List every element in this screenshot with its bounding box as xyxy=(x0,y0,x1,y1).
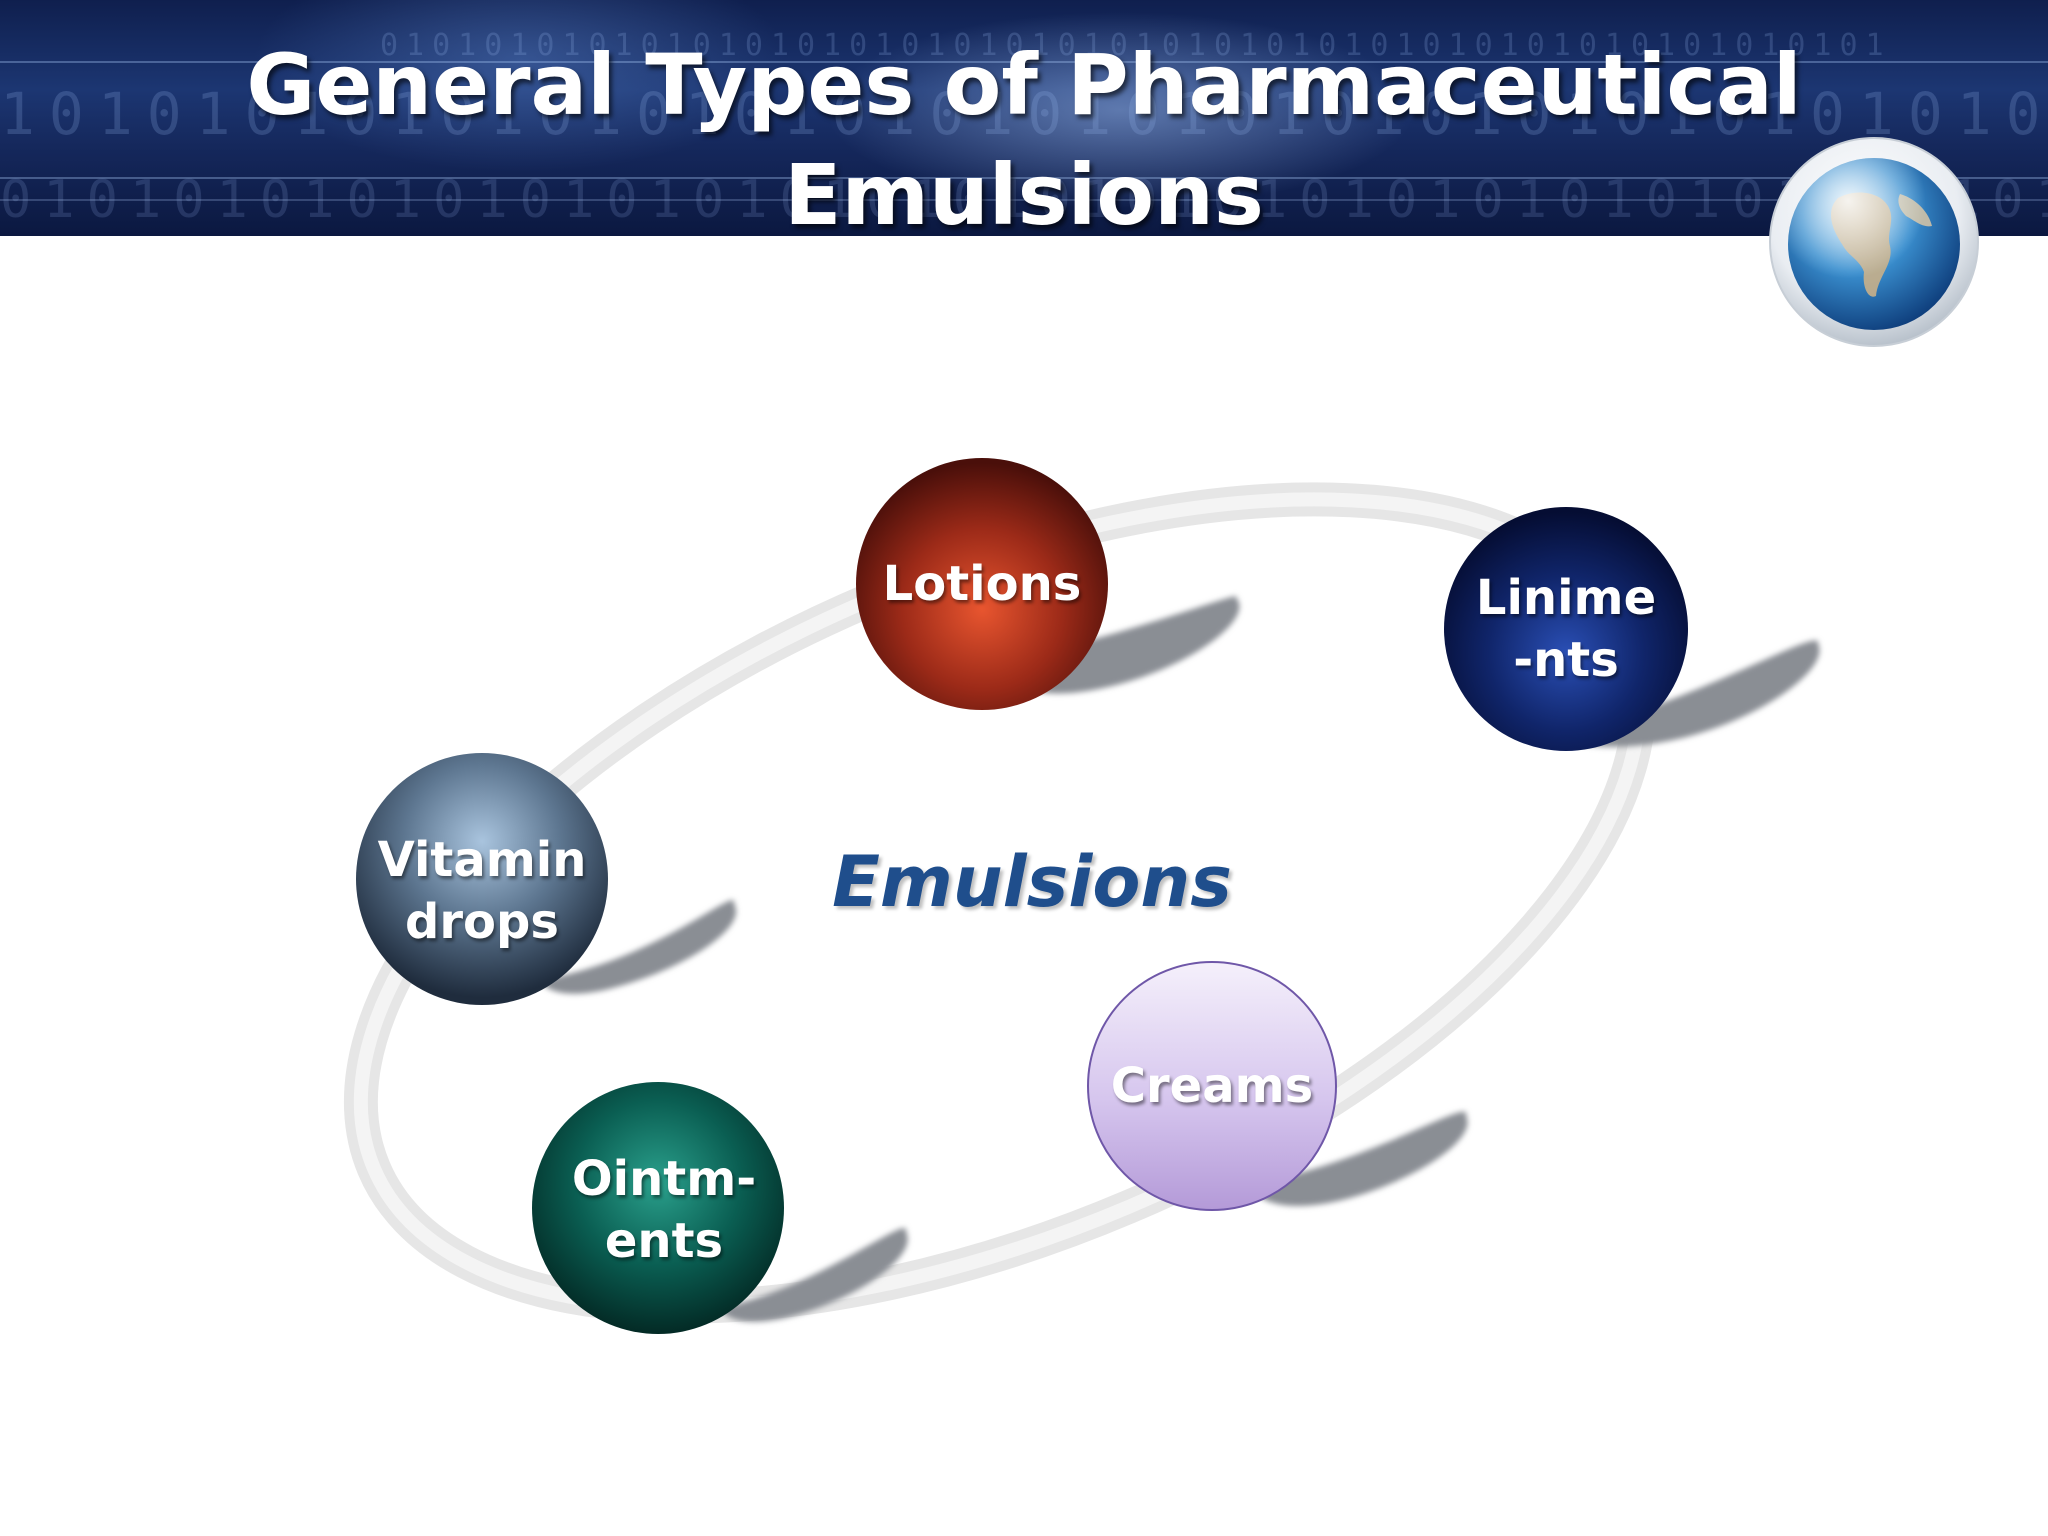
creams-label-line1: Creams xyxy=(1110,1058,1314,1114)
creams-shadow xyxy=(1250,1111,1468,1207)
liniments-label-line2: -nts xyxy=(1513,632,1619,688)
vitamin-drops-label-line2: drops xyxy=(405,894,559,950)
lotions-node xyxy=(856,458,1108,710)
globe-icon xyxy=(1769,137,1979,347)
vitamin-shadow xyxy=(540,900,737,994)
ointments-shadow xyxy=(720,1228,908,1322)
lotions-label-line1: Lotions xyxy=(882,556,1082,612)
ointments-label: Ointm- ents xyxy=(572,1148,756,1272)
vitamin-drops-node xyxy=(356,753,608,1005)
title-banner: 0101010101010101010101010101010101010101… xyxy=(0,0,2048,236)
diagram-graphics xyxy=(343,458,1820,1334)
banner-binary-text: 0101010101010101010101010101010101010101… xyxy=(0,170,2048,230)
creams-label: Creams xyxy=(1111,1055,1313,1117)
creams-node xyxy=(1087,961,1337,1211)
vitamin-drops-label-line1: Vitamin xyxy=(377,832,587,888)
slide-title-line2: Emulsions xyxy=(784,146,1264,236)
vitamin-drops-label: Vitamin drops xyxy=(378,829,587,953)
ointments-label-line1: Ointm- xyxy=(571,1151,757,1207)
banner-binary-text: 0101010101010101010101010101010101010101… xyxy=(380,28,1892,63)
slide-title-line1: General Types of Pharmaceutical xyxy=(246,36,1802,134)
center-label: Emulsions xyxy=(832,841,1232,923)
liniments-node xyxy=(1444,507,1688,751)
liniments-label: Linime -nts xyxy=(1476,567,1656,691)
emulsions-diagram: Lotions Linime -nts Vitamin drops Ointm-… xyxy=(0,236,2048,1536)
slide-title: General Types of Pharmaceutical Emulsion… xyxy=(0,30,2048,236)
ointments-label-line2: ents xyxy=(604,1213,724,1269)
banner-decoration xyxy=(0,61,2048,201)
liniments-label-line1: Linime xyxy=(1475,570,1657,626)
lotions-label: Lotions xyxy=(883,553,1082,615)
banner-binary-text: 1010101010101010101010101010101010101010… xyxy=(0,80,2048,148)
ointments-node xyxy=(532,1082,784,1334)
